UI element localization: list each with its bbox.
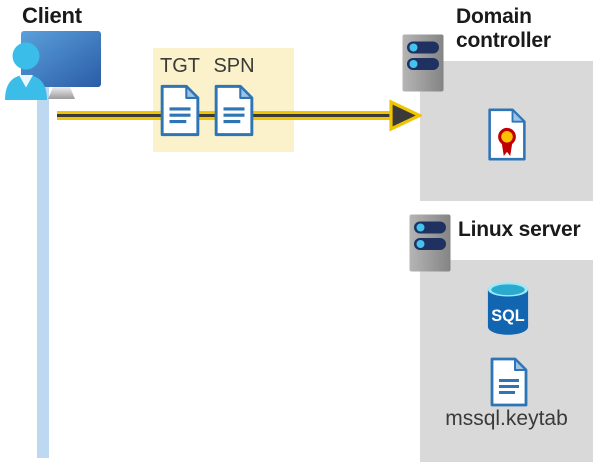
client-connection-line	[37, 86, 49, 458]
monitor-icon	[21, 31, 101, 99]
person-icon	[5, 42, 47, 100]
client-icon	[5, 31, 101, 100]
arrowhead-icon	[389, 99, 422, 132]
seal-icon	[498, 127, 516, 146]
sql-database-icon: SQL	[487, 282, 529, 335]
tgt-label: TGT	[160, 55, 200, 77]
domain-controller-label: Domain controller	[456, 5, 551, 53]
ribbon-icon	[501, 141, 513, 156]
keytab-filename-label: mssql.keytab	[445, 407, 568, 430]
spn-label: SPN	[213, 55, 255, 77]
domain-controller-server-icon	[402, 34, 444, 92]
sql-icon-label: SQL	[491, 307, 524, 325]
keytab-document-icon	[490, 357, 528, 407]
linux-server-label: Linux server	[458, 218, 581, 241]
certificate-icon	[488, 108, 526, 161]
linux-server-icon	[409, 214, 451, 272]
spn-document-icon	[214, 84, 254, 137]
client-label: Client	[22, 3, 82, 28]
tgt-document-icon	[160, 84, 200, 137]
